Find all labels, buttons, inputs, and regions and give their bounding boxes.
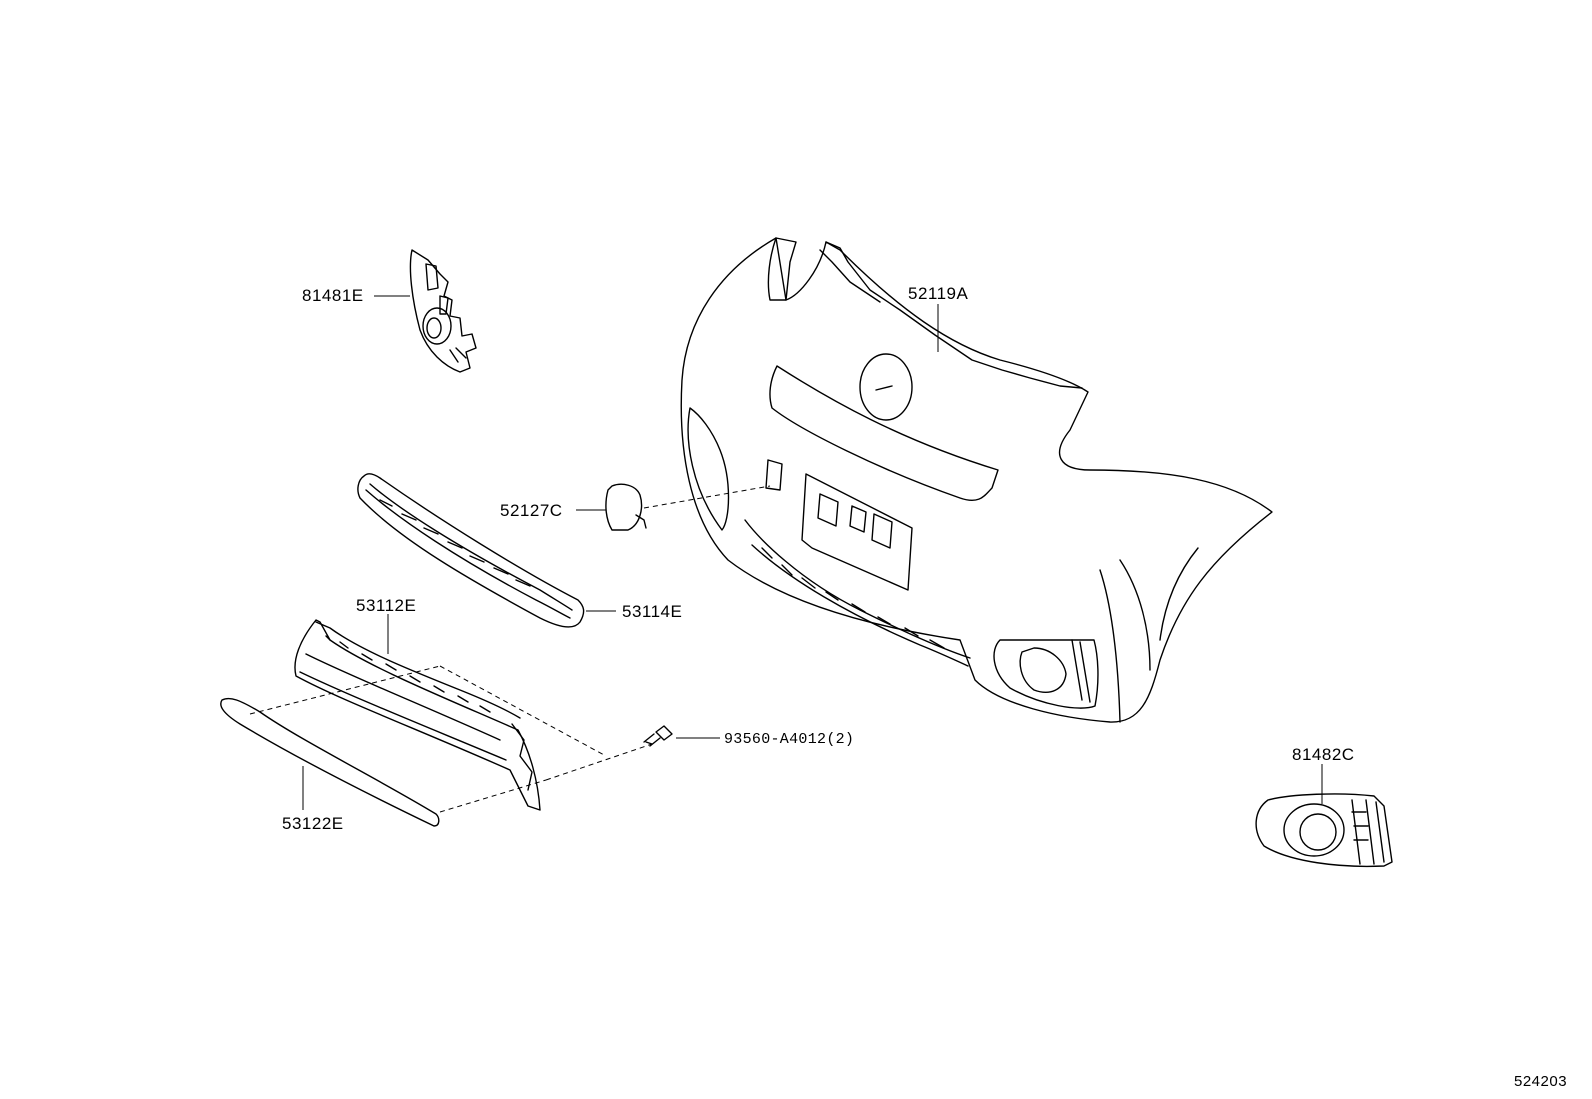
part-label-93560: 93560-A4012(2) <box>724 731 855 748</box>
part-label-52127C: 52127C <box>500 501 563 520</box>
part-label-53122E: 53122E <box>282 814 344 833</box>
assembly-lines <box>249 485 771 813</box>
towing-eye-cover-52127C <box>605 483 647 531</box>
figure-id: 524203 <box>1514 1073 1568 1090</box>
screw-93560 <box>643 725 673 747</box>
part-label-81482C: 81482C <box>1292 745 1355 764</box>
part-label-52119A: 52119A <box>908 284 969 303</box>
part-label-53114E: 53114E <box>622 602 683 621</box>
radiator-grille-53114E <box>357 473 585 628</box>
part-label-81481E: 81481E <box>302 286 364 305</box>
lower-grille-53112E <box>294 619 541 811</box>
grille-molding-53122E <box>220 697 440 827</box>
fog-lamp-bezel-81482C <box>1255 793 1393 868</box>
part-label-53112E: 53112E <box>356 596 417 615</box>
front-bumper-cover-52119A <box>680 237 1273 723</box>
leader-lines <box>302 295 1323 810</box>
fog-lamp-bezel-81481E <box>409 249 477 373</box>
